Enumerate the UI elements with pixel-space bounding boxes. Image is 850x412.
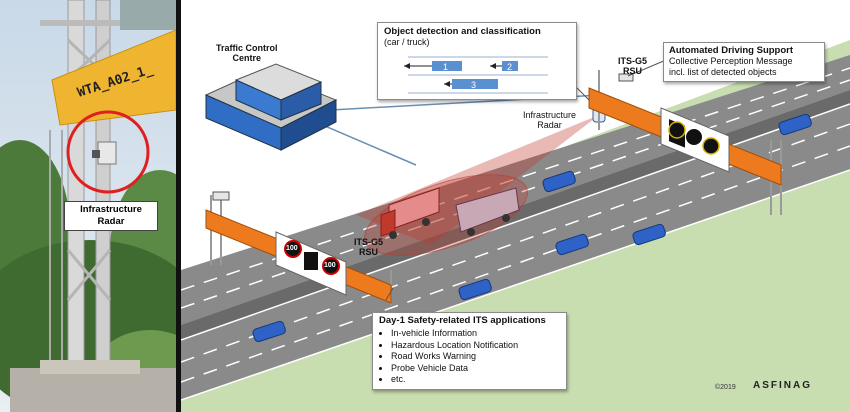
asfinag-logo-text: ASFINAG	[753, 380, 812, 391]
speed-sign-left-1: 100	[286, 245, 298, 252]
photo-radar-label-line2: Radar	[97, 216, 125, 227]
day1-item: In-vehicle Information	[391, 328, 560, 340]
detection-lanes	[404, 56, 548, 94]
day1-applications-box: Day-1 Safety-related ITS applications In…	[372, 312, 567, 390]
rsu-right-line1: ITS-G5	[618, 56, 648, 66]
van	[455, 187, 520, 236]
tcc-label-line2: Centre	[232, 53, 262, 63]
rsu-left-line1: ITS-G5	[354, 237, 384, 247]
automated-driving-support-box: Automated Driving Support Collective Per…	[663, 42, 825, 82]
cars	[252, 113, 812, 343]
panel-divider	[176, 0, 181, 412]
day1-item: Hazardous Location Notification	[391, 340, 560, 352]
photo-radar-label-line1: Infrastructure	[80, 204, 142, 215]
traffic-control-centre-building	[204, 63, 338, 151]
car	[458, 278, 492, 301]
day1-item: Road Works Warning	[391, 351, 560, 363]
ads-line2: incl. list of detected objects	[669, 67, 777, 77]
car	[555, 233, 589, 256]
car	[252, 320, 286, 343]
infrastructure-radar-label: Infrastructure Radar	[523, 110, 576, 130]
rsu-right-label: ITS-G5 RSU	[618, 56, 647, 76]
ads-line1: Collective Perception Message	[669, 56, 793, 66]
tcc-label-line1: Traffic Control	[216, 43, 278, 53]
ads-title: Automated Driving Support	[669, 45, 794, 56]
truck	[380, 187, 440, 239]
speed-sign-left-2: 100	[324, 262, 336, 269]
object-detection-box: Object detection and classification (car…	[377, 22, 577, 100]
radar-label-line1: Infrastructure	[523, 110, 577, 120]
day1-title: Day-1 Safety-related ITS applications	[379, 315, 546, 326]
road-lower	[181, 104, 850, 400]
object-3-label: 3	[471, 80, 477, 90]
detection-subtitle: (car / truck)	[384, 37, 430, 47]
radar-label-line2: Radar	[537, 120, 562, 130]
gantry-left	[205, 191, 392, 305]
detection-zone	[364, 174, 528, 256]
car	[778, 113, 812, 136]
day1-list: In-vehicle Information Hazardous Locatio…	[379, 328, 560, 386]
car	[542, 170, 576, 193]
car	[632, 223, 666, 246]
rsu-left-label: ITS-G5 RSU	[354, 237, 383, 257]
object-1-label: 1	[443, 62, 449, 72]
rsu-right-line2: RSU	[623, 66, 643, 76]
radar-photo: WTA_A02_1_ Infrastructure Radar	[0, 0, 176, 412]
copyright-text: ©2019	[715, 384, 736, 391]
day1-item: etc.	[391, 374, 560, 386]
object-2-label: 2	[507, 62, 513, 72]
gantry-right	[588, 70, 782, 215]
photo-radar-label: Infrastructure Radar	[64, 201, 158, 231]
traffic-control-centre-label: Traffic Control Centre	[216, 43, 278, 63]
rsu-left-line2: RSU	[359, 247, 379, 257]
highway-scene: Traffic Control Centre Infrastructure Ra…	[180, 0, 850, 412]
detection-title: Object detection and classification	[384, 26, 541, 37]
day1-item: Probe Vehicle Data	[391, 363, 560, 375]
cable-tcc-radar	[310, 119, 417, 166]
